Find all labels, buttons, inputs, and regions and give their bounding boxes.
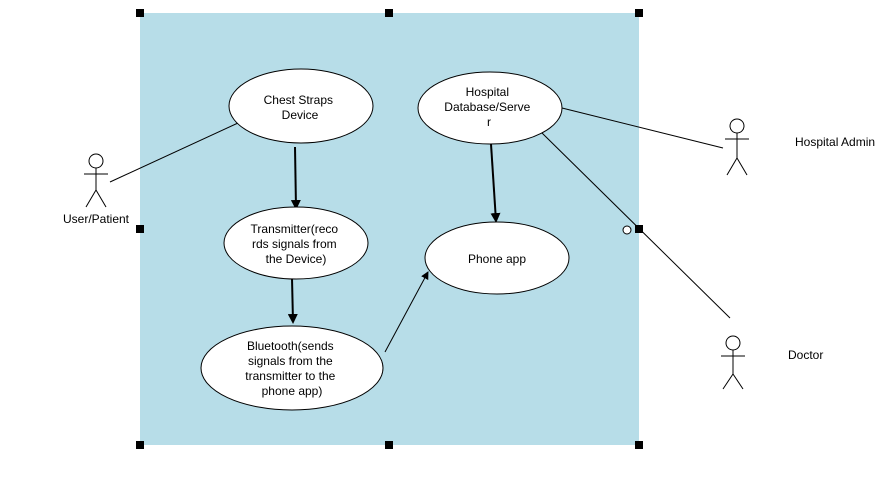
label-line: Transmitter(reco [251,222,339,236]
actor-label: User/Patient [63,212,130,226]
label-line: the Device) [266,252,327,266]
use-case-ellipse[interactable] [417,71,563,145]
label-line: phone app) [262,384,323,398]
edge-chest-transmitter[interactable] [290,146,301,210]
actor-label: Doctor [788,348,823,362]
edge-user-chest[interactable] [109,122,239,183]
use-case-label: Phone app [468,252,526,266]
use-case-hospital-database-server[interactable]: Hospital Database/Serve r [417,71,563,145]
label-line: Phone app [468,252,526,266]
use-case-transmitter[interactable]: Transmitter(reco rds signals from the De… [223,206,369,280]
resize-handle-bottom-middle[interactable] [385,441,393,449]
resize-handle-top-middle[interactable] [385,9,393,17]
use-case-phone-app[interactable]: Phone app [424,221,570,295]
label-line: signals from the [248,354,333,368]
label-line: r [487,115,491,129]
use-case-bluetooth[interactable]: Bluetooth(sends signals from the transmi… [200,325,384,411]
resize-handle-bottom-left[interactable] [136,441,144,449]
use-case-label: Transmitter(reco rds signals from the De… [251,222,342,266]
label-line: transmitter to the [245,369,335,383]
use-case-label: Bluetooth(sends signals from the transmi… [245,339,338,398]
edge-bluetooth-phone[interactable] [384,271,429,353]
edge-db-doctor[interactable] [540,131,731,319]
label-line: rds signals from [252,237,337,251]
actor-hospital-admin[interactable]: Hospital Admin [725,118,875,176]
stick-figure-icon [725,118,749,176]
connectors [109,107,731,353]
stick-figure-icon [721,335,745,390]
edge-db-phone[interactable] [490,143,501,223]
use-case-ellipse[interactable] [228,68,374,144]
actor-label: Hospital Admin [795,135,875,149]
resize-handle-middle-left[interactable] [136,225,144,233]
label-line: Database/Serve [444,100,530,114]
use-case-ellipse[interactable] [223,206,369,280]
label-line: Hospital [466,85,509,99]
stick-figure-icon [84,153,108,208]
label-line: Bluetooth(sends [247,339,334,353]
resize-handle-top-left[interactable] [136,9,144,17]
use-case-label: Hospital Database/Serve r [444,85,533,129]
use-case-chest-straps-device[interactable]: Chest Straps Device [228,68,374,144]
label-line: Device [282,108,319,122]
use-case-ellipse[interactable] [424,221,570,295]
label-line: Chest Straps [264,93,333,107]
actor-user-patient[interactable]: User/Patient [63,153,130,226]
resize-handle-top-right[interactable] [635,9,643,17]
use-case-label: Chest Straps Device [264,93,337,122]
actor-doctor[interactable]: Doctor [721,335,823,390]
edge-db-admin[interactable] [561,107,724,149]
connection-point-marker[interactable] [622,225,632,235]
use-case-ellipse[interactable] [200,325,384,411]
resize-handle-bottom-right[interactable] [635,441,643,449]
edge-transmitter-bluetooth[interactable] [287,277,298,324]
